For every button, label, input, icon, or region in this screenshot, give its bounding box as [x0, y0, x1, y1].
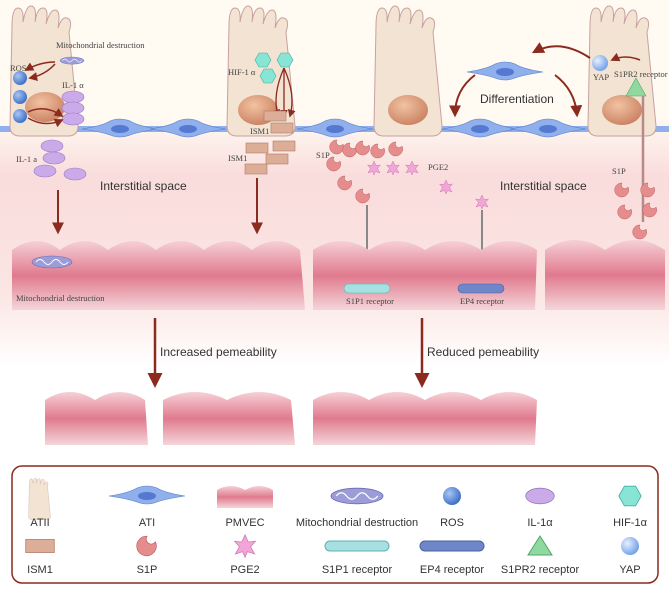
- mito-label-top: Mitochondrial destruction: [56, 40, 145, 50]
- legend-ros-icon: [443, 487, 461, 505]
- s1p1-receptor-label: S1P1 receptor: [346, 296, 394, 306]
- legend-label: ISM1: [27, 564, 53, 576]
- pmvec-strip-3: [545, 240, 665, 310]
- s1pr2-label: S1PR2 receptor: [614, 69, 668, 79]
- ep4-receptor-label: EP4 receptor: [460, 296, 504, 306]
- hif-label: HIF-1 α: [228, 67, 256, 77]
- legend-label: EP4 receptor: [420, 564, 485, 576]
- legend-label: IL-1α: [527, 517, 553, 529]
- legend: ATII ATI PMVEC Mitochondrial destruction ROS…: [25, 477, 648, 576]
- pmvec-leaky: [45, 392, 295, 445]
- legend-yap-icon: [621, 537, 639, 555]
- legend-ism1-icon: [25, 539, 55, 553]
- legend-label: PMVEC: [225, 517, 264, 529]
- legend-label: HIF-1α: [613, 517, 648, 529]
- legend-label: PGE2: [230, 564, 259, 576]
- interstitial-label-right: Interstitial space: [500, 179, 587, 193]
- mito-endo-label: Mitochondrial destruction: [16, 293, 105, 303]
- legend-mitochondria-icon: [330, 487, 384, 505]
- ati-layer: [0, 61, 669, 138]
- legend-label: S1PR2 receptor: [501, 564, 580, 576]
- s1p-left-label: S1P: [316, 150, 330, 160]
- legend-label: ATI: [139, 517, 155, 529]
- legend-label: ATII: [30, 517, 49, 529]
- legend-s1pr2-receptor-icon: [527, 535, 553, 556]
- mitochondria-endo-icon: [31, 255, 73, 269]
- pge2-label: PGE2: [428, 162, 448, 172]
- s1p1-receptor-icon: [343, 283, 391, 294]
- legend-label: S1P1 receptor: [322, 564, 393, 576]
- s1p-right-label: S1P: [612, 166, 626, 176]
- reduced-permeability-label: Reduced pemeability: [427, 345, 539, 359]
- differentiation-label: Differentiation: [480, 92, 554, 106]
- pmvec-intact: [313, 392, 537, 445]
- legend-s1p1-receptor-icon: [324, 540, 390, 552]
- pmvec-strip-1: [12, 241, 305, 310]
- legend-label: YAP: [619, 564, 640, 576]
- ism1-out-label: ISM1: [228, 153, 247, 163]
- legend-atii-cell-icon: [28, 477, 51, 520]
- il1a-label: IL-1 α: [62, 80, 84, 90]
- yap-icon: [592, 55, 608, 71]
- ros-icon: [13, 71, 27, 85]
- ros-label: ROS: [10, 63, 27, 73]
- ep4-receptor-icon: [457, 283, 505, 294]
- yap-label: YAP: [593, 72, 609, 82]
- legend-label: Mitochondrial destruction: [296, 517, 418, 529]
- legend-pmvec-icon: [217, 486, 273, 508]
- il1a-out-label: IL-1 a: [16, 154, 37, 164]
- s1pr2-receptor-icon: [625, 77, 647, 97]
- legend-label: ROS: [440, 517, 464, 529]
- legend-il1a-icon: [525, 487, 555, 505]
- interstitial-label-left: Interstitial space: [100, 179, 187, 193]
- increased-permeability-label: Increased pemeability: [160, 345, 277, 359]
- legend-ep4-receptor-icon: [419, 540, 485, 552]
- legend-label: S1P: [137, 564, 158, 576]
- ism1-in-label: ISM1: [250, 126, 269, 136]
